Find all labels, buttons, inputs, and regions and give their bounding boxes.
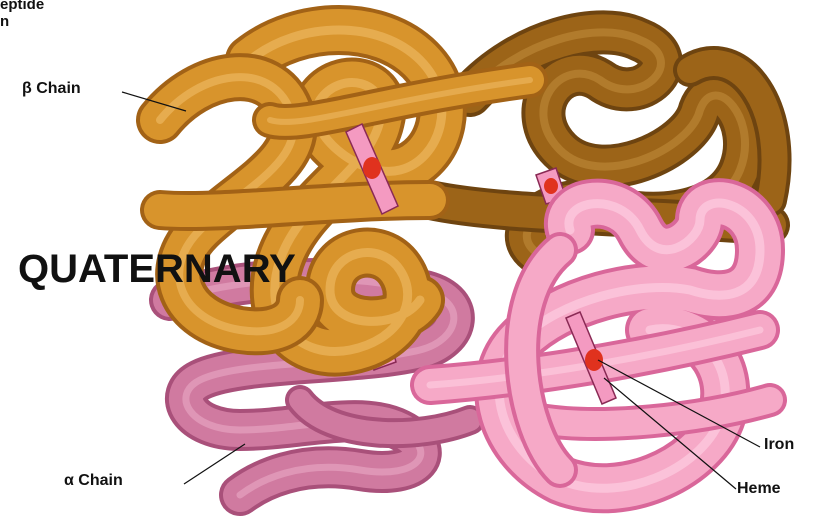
cut-off-line-1: eptide — [0, 0, 44, 13]
heme-label: Heme — [737, 480, 781, 498]
quaternary-heading: QUATERNARY — [18, 247, 296, 292]
iron-label: Iron — [764, 436, 794, 454]
alpha-chain-label: α Chain — [64, 472, 123, 490]
cut-off-heading-text: eptide n — [0, 0, 44, 30]
beta-chain-label: β Chain — [22, 80, 81, 98]
cut-off-line-2: n — [0, 13, 44, 30]
alpha-chain-front — [430, 203, 770, 488]
